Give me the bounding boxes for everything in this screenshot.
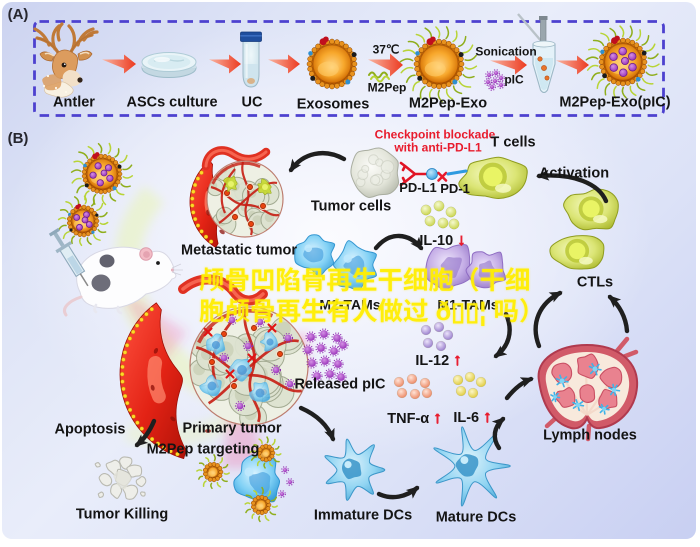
- syringe-icon: [48, 227, 89, 287]
- label-il6: IL-6 ↑: [453, 406, 491, 426]
- il12-up-arrow: ↑: [453, 349, 461, 369]
- label-antler: Antler: [53, 94, 95, 111]
- label-pic: pIC: [504, 72, 524, 87]
- injected-exosome-icon: [70, 142, 134, 206]
- label-released-pic: Released pIC: [294, 376, 386, 393]
- t-cell-graphic: [458, 156, 528, 200]
- panel-b-letter: (B): [7, 130, 29, 148]
- metastatic-tumor-graphic: [189, 146, 284, 248]
- dying-tumor-cell-graphic: [94, 456, 147, 500]
- tumor-cell-graphic: [350, 147, 400, 198]
- label-primary-tumor: Primary tumor: [182, 420, 282, 437]
- label-tumor-cells: Tumor cells: [310, 198, 392, 215]
- label-ctls: CTLs: [576, 274, 614, 291]
- panel-a-letter: (A): [7, 6, 29, 24]
- primary-tumor-graphic: [119, 274, 309, 459]
- m2pep-exo-pic-icon: [585, 25, 660, 99]
- label-metastatic-tumor: Metastatic tumor: [180, 242, 298, 259]
- figure-background: (A) Antler ASCs culture UC Exosomes 37℃ …: [2, 2, 696, 539]
- label-uc: UC: [241, 94, 263, 111]
- process-arrows: [102, 53, 589, 77]
- label-il12: IL-12 ↑: [415, 349, 461, 369]
- label-t-cells: T cells: [490, 134, 536, 151]
- label-exosomes: Exosomes: [296, 96, 370, 113]
- panel-a-dashed-border: [33, 20, 665, 117]
- il10-down-arrow: ↓: [457, 229, 465, 249]
- label-pd-l1: PD-L1: [399, 180, 437, 196]
- label-m2-tams: M2-TAMs: [319, 296, 381, 313]
- label-checkpoint-blockade: Checkpoint blockade: [374, 127, 496, 142]
- label-m1-tams: M1-TAMs: [437, 296, 499, 313]
- lymph-node-graphic: [537, 336, 639, 442]
- label-tumor-killing: Tumor Killing: [75, 506, 169, 523]
- label-m2pep: M2Pep: [367, 80, 407, 95]
- label-temperature: 37℃: [372, 42, 400, 57]
- m2-tam-cells-graphic: [294, 234, 377, 291]
- sonication-tube-icon: [517, 13, 556, 94]
- m2pep-exo-icon: [399, 26, 478, 103]
- label-il10: IL-10 ↓: [419, 229, 465, 249]
- pic-dots-icon: [484, 69, 505, 91]
- flow-arrows: [134, 150, 630, 500]
- m1-tam-cells-graphic: [424, 243, 507, 290]
- watermark-line2: 胞颅骨再生有人做过 ð▯▯¦ 吗）: [199, 290, 545, 328]
- ctl-cells-graphic: [549, 188, 619, 270]
- label-pd-1: PD-1: [440, 181, 470, 197]
- label-activation: Activation: [538, 165, 610, 182]
- tnf-up-arrow: ↑: [433, 407, 441, 427]
- petri-dish-icon: [141, 52, 197, 78]
- cytokine-beads: [393, 200, 487, 400]
- label-m2pep-targeting: M2Pep targeting: [146, 441, 260, 458]
- injected-exosome-icon: [57, 195, 109, 247]
- mouse-icon: [63, 246, 183, 317]
- label-apoptosis: Apoptosis: [54, 421, 126, 438]
- label-lymph-nodes: Lymph nodes: [543, 427, 637, 444]
- label-m2pep-exo: M2Pep-Exo: [408, 95, 488, 112]
- label-mature-dcs: Mature DCs: [435, 509, 517, 526]
- label-with-anti-pd-l1: with anti-PD-L1: [394, 140, 482, 155]
- antler-deer-icon: [33, 22, 99, 98]
- immature-dc-graphic: [324, 438, 386, 501]
- mature-dc-graphic: [433, 426, 511, 507]
- il6-up-arrow: ↑: [483, 406, 491, 426]
- label-sonication: Sonication: [475, 44, 537, 59]
- figure-artwork: [33, 13, 665, 523]
- watermark-line1: 颅骨凹陷骨再生干细胞（干细: [199, 260, 531, 297]
- released-pic-dots: [302, 328, 349, 383]
- label-ascs-culture: ASCs culture: [126, 94, 218, 111]
- label-m2pep-exo-pic: M2Pep-Exo(pIC): [559, 94, 671, 111]
- label-immature-dcs: Immature DCs: [313, 507, 413, 524]
- m2pep-peptide-icon: [368, 71, 390, 83]
- centrifuge-tube-icon: [240, 31, 262, 88]
- watermark-text: 颅骨凹陷骨再生干细胞（干细 胞颅骨再生有人做过 ð▯▯¦ 吗）: [199, 260, 545, 328]
- m2pep-targeting-graphic: [196, 436, 294, 523]
- label-tnf-alpha: TNF-α ↑: [387, 407, 441, 427]
- exosome-icon: [306, 36, 358, 90]
- anti-pd-l1-antibody-icon: [399, 161, 468, 187]
